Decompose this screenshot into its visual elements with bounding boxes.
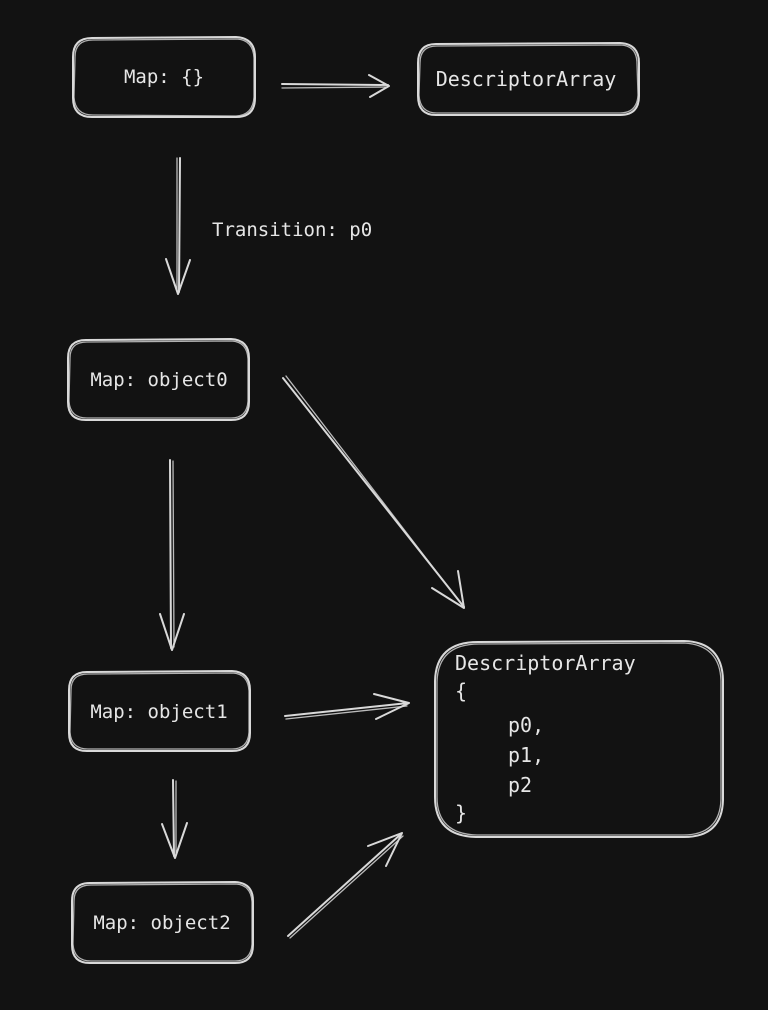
transition-label: Transition: p0 <box>212 219 372 241</box>
descriptor-array-main-text: DescriptorArray { p0, p1, p2 } <box>455 651 636 825</box>
transition-arrow <box>165 157 191 295</box>
descriptor-array-main-title: DescriptorArray <box>455 651 636 675</box>
descriptor-open-brace: { <box>455 679 467 703</box>
arrow-object1-to-object2 <box>161 779 188 859</box>
arrow-object0-to-descriptor <box>282 375 465 609</box>
descriptor-close-brace: } <box>455 801 467 825</box>
descriptor-array-main-node <box>434 640 724 838</box>
map-object2-label: Map: object2 <box>93 912 230 934</box>
map-empty-label: Map: {} <box>124 66 204 88</box>
descriptor-array-top-label: DescriptorArray <box>436 67 617 91</box>
descriptor-entry: p2 <box>508 773 532 797</box>
map-object2-node <box>71 881 254 964</box>
descriptor-entry: p1, <box>508 743 544 767</box>
arrow-object2-to-descriptor <box>287 832 404 939</box>
map-object1-label: Map: object1 <box>90 701 227 723</box>
arrow-object0-to-object1 <box>159 459 185 651</box>
descriptor-entry: p0, <box>508 713 544 737</box>
arrow-object1-to-descriptor <box>284 693 410 720</box>
arrow-empty-to-descriptor <box>281 74 390 98</box>
map-object0-label: Map: object0 <box>90 369 227 391</box>
map-object1-node <box>68 670 251 752</box>
descriptor-array-top-node <box>417 42 640 116</box>
map-object0-node <box>67 338 250 421</box>
map-empty-node <box>72 36 256 118</box>
